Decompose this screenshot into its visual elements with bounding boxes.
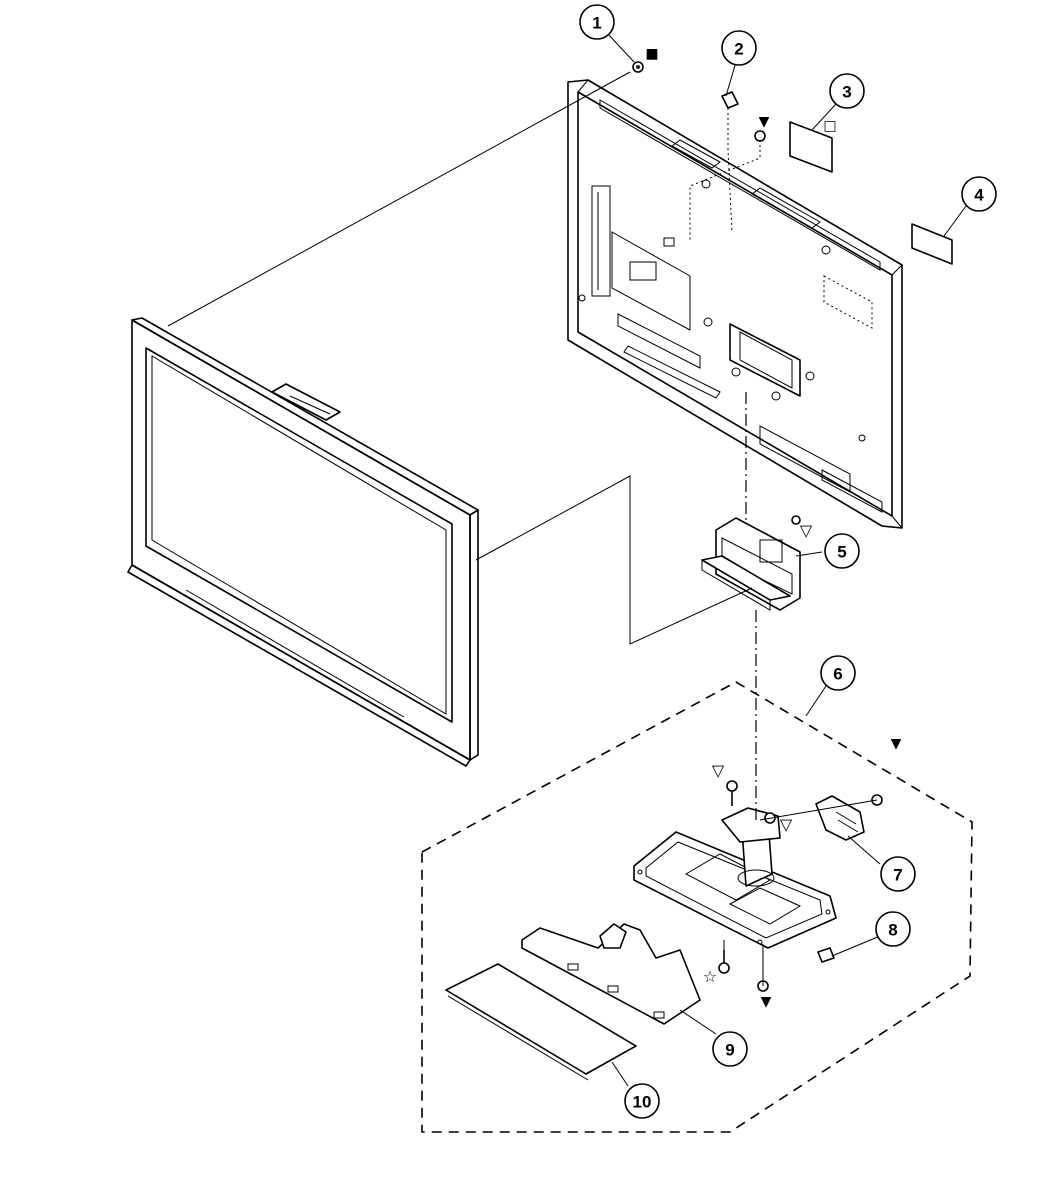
- callout-2-label: 2: [734, 40, 743, 59]
- group-6-boundary: [421, 681, 973, 1133]
- callout-9-label: 9: [725, 1041, 734, 1060]
- callout-3: 3: [829, 73, 865, 109]
- part-10-plate: [445, 963, 637, 1081]
- open-triangle-symbol-1: ▽: [800, 521, 813, 540]
- callout-9: 9: [712, 1031, 748, 1067]
- leader-lines: [167, 33, 967, 1087]
- callout-10-label: 10: [633, 1093, 652, 1112]
- callout-4: 4: [961, 176, 997, 212]
- screw-1: [632, 61, 644, 73]
- callout-7-label: 7: [893, 866, 902, 885]
- open-star-symbol: ☆: [703, 967, 717, 986]
- callout-8: 8: [875, 911, 911, 947]
- part-5-bracket: [701, 515, 801, 611]
- callout-1: 1: [579, 4, 615, 40]
- filled-triangle-symbol-1: ▼: [759, 114, 770, 130]
- front-bezel: [127, 317, 479, 767]
- callout-10: 10: [624, 1083, 660, 1119]
- filled-square-symbol: ■: [645, 46, 658, 62]
- open-triangle-symbol-3: ▽: [780, 815, 793, 834]
- callout-8-label: 8: [888, 921, 897, 940]
- open-square-symbol: □: [823, 118, 836, 134]
- part-3-label: [789, 121, 833, 173]
- callout-7: 7: [880, 856, 916, 892]
- rear-cabinet: [567, 79, 903, 529]
- callout-4-label: 4: [974, 186, 984, 205]
- part-8-pad: [817, 947, 835, 963]
- callout-1-label: 1: [592, 14, 601, 33]
- symbols: ■ ▼ □ ▽ ▼ ▽ ▽ ☆ ▼: [645, 46, 901, 1010]
- part-9-cover: [521, 923, 701, 1025]
- stand-base: [633, 807, 837, 949]
- callout-5-label: 5: [837, 543, 846, 562]
- part-2-clip: [721, 91, 739, 109]
- callout-6-label: 6: [833, 665, 842, 684]
- open-triangle-symbol-2: ▽: [712, 761, 725, 780]
- callout-3-label: 3: [842, 83, 851, 102]
- screw-2: [754, 130, 766, 142]
- part-4-label: [911, 223, 953, 265]
- filled-triangle-symbol-2: ▼: [891, 736, 902, 752]
- filled-triangle-symbol-3: ▼: [761, 994, 772, 1010]
- callout-2: 2: [721, 30, 757, 66]
- callout-5: 5: [824, 533, 860, 569]
- callout-6: 6: [820, 655, 856, 691]
- part-7-bracket: [815, 795, 865, 841]
